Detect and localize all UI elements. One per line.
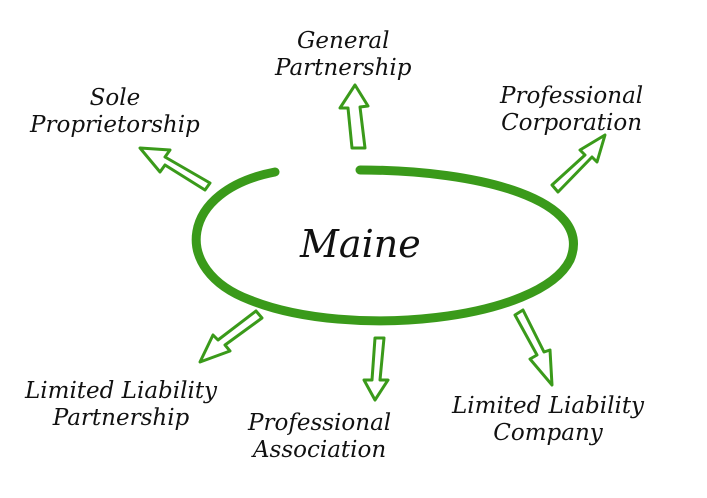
arrow-sole-proprietorship <box>138 146 212 192</box>
label-limited-liability-partnership: Limited Liability Partnership <box>25 378 217 432</box>
label-line: Limited Liability <box>452 393 645 419</box>
label-limited-liability-company: Limited Liability Company <box>452 393 644 447</box>
label-line: General <box>297 28 390 54</box>
arrow-limited-liability-partnership <box>198 309 264 364</box>
label-line: Corporation <box>501 110 643 136</box>
label-line: Professional <box>248 410 392 436</box>
label-line: Company <box>493 420 603 446</box>
arrow-professional-association <box>362 336 390 402</box>
arrow-professional-corporation <box>550 133 607 194</box>
label-line: Limited Liability <box>25 378 218 404</box>
label-line: Association <box>252 437 387 463</box>
label-line: Proprietorship <box>30 112 200 138</box>
arrow-limited-liability-company <box>513 308 554 387</box>
label-professional-corporation: Professional Corporation <box>500 83 643 137</box>
arrow-general-partnership <box>338 83 370 150</box>
label-line: Partnership <box>52 405 190 431</box>
center-label: Maine <box>300 222 421 266</box>
label-general-partnership: General Partnership <box>275 28 412 82</box>
label-line: Partnership <box>275 55 412 81</box>
label-line: Sole <box>89 85 141 111</box>
center-ellipse <box>191 165 578 326</box>
label-professional-association: Professional Association <box>248 410 391 464</box>
label-line: Professional <box>500 83 644 109</box>
label-sole-proprietorship: Sole Proprietorship <box>30 85 200 139</box>
